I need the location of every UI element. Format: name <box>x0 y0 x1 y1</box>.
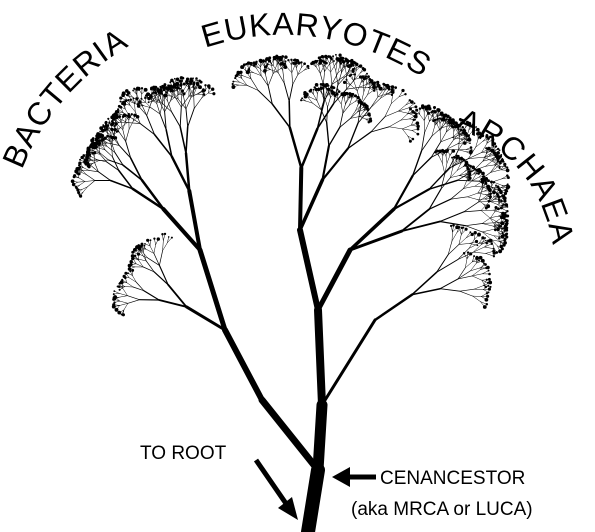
cenancestor-label: CENANCESTOR <box>380 468 525 489</box>
label-eukaryotes: EUKARYOTES <box>197 6 438 84</box>
label-bacteria: BACTERIA <box>0 21 134 173</box>
label-archaea: ARCHAEA <box>453 101 582 248</box>
label-eukaryotes-text: EUKARYOTES <box>197 6 438 84</box>
cenancestor-arrow <box>332 467 376 487</box>
aka-label: (aka MRCA or LUCA) <box>351 499 533 520</box>
label-bacteria-text: BACTERIA <box>0 21 134 173</box>
to-root-label: TO ROOT <box>140 443 227 464</box>
label-archaea-text: ARCHAEA <box>453 101 582 248</box>
tree <box>71 54 510 532</box>
to-root-arrow <box>256 460 298 520</box>
